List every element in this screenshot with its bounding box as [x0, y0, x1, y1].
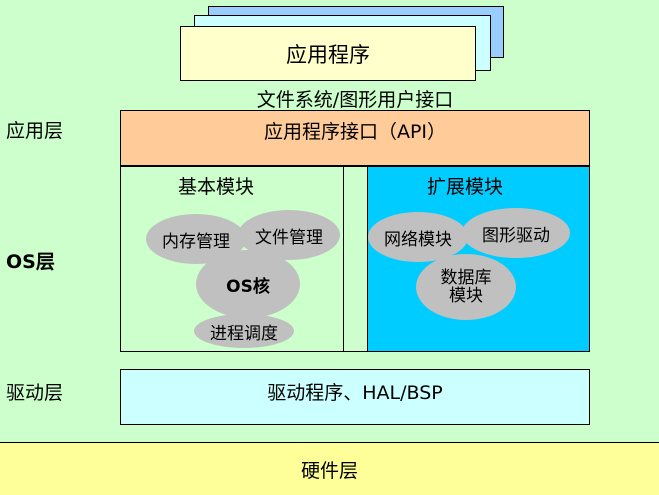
memory-management-ellipse: 内存管理: [146, 214, 246, 264]
api-label: 应用程序接口（API）: [263, 121, 447, 143]
graphics-driver-label: 图形驱动: [482, 225, 550, 246]
driver-layer-label: 驱动层: [6, 382, 64, 404]
process-scheduling-label: 进程调度: [210, 323, 278, 344]
api-bar: 应用程序接口（API）: [120, 110, 590, 166]
database-ellipse: 数据库 模块: [416, 254, 516, 320]
extension-modules-title: 扩展模块: [427, 176, 504, 198]
application-label: 应用程序: [286, 42, 370, 67]
network-module-ellipse: 网络模块: [368, 212, 468, 262]
application-box: 应用程序: [180, 26, 476, 81]
file-gui-interface-label: 文件系统/图形用户接口: [256, 88, 454, 111]
driver-bar: 驱动程序、HAL/BSP: [120, 369, 590, 425]
database-label: 数据库 模块: [440, 268, 492, 306]
network-module-label: 网络模块: [384, 229, 452, 250]
file-management-ellipse: 文件管理: [238, 210, 340, 260]
hardware-bar: 硬件层: [0, 442, 659, 495]
os-layer-label: OS层: [6, 251, 55, 273]
process-scheduling-ellipse: 进程调度: [194, 314, 294, 348]
os-kernel-label: OS核: [226, 276, 270, 297]
file-management-label: 文件管理: [255, 227, 323, 248]
basic-modules-title: 基本模块: [178, 176, 255, 198]
driver-label: 驱动程序、HAL/BSP: [267, 382, 443, 404]
panel-divider: [343, 166, 344, 352]
graphics-driver-ellipse: 图形驱动: [462, 208, 570, 258]
hardware-label: 硬件层: [300, 459, 358, 482]
app-layer-label: 应用层: [6, 120, 64, 142]
memory-management-label: 内存管理: [162, 231, 230, 252]
